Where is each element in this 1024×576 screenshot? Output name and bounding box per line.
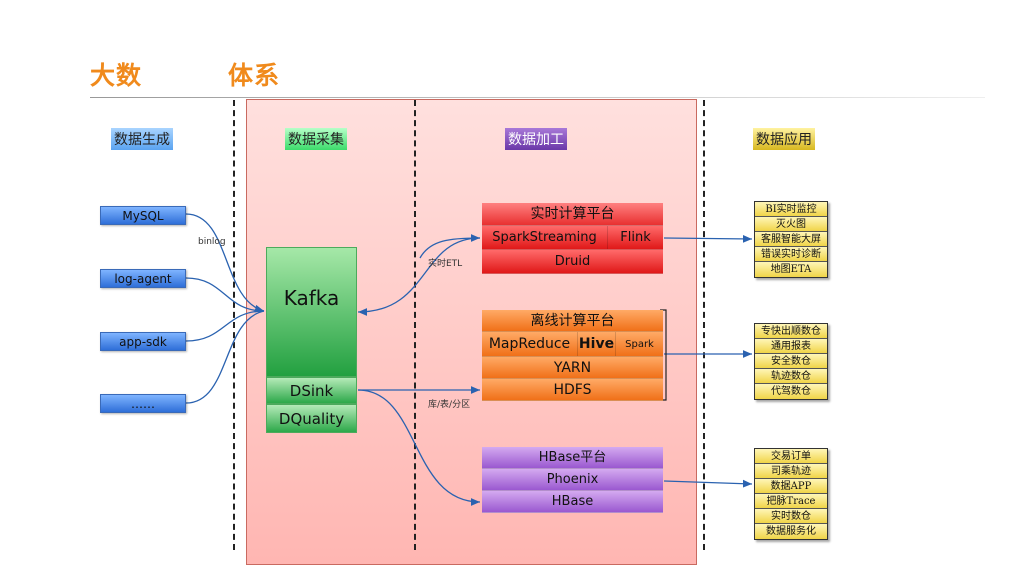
edge-realtime-apps	[663, 234, 753, 243]
mapreduce-box: MapReduce	[482, 332, 578, 356]
app-item: 数据APP	[755, 479, 827, 494]
dsink-box: DSink	[266, 377, 357, 404]
stage-process: 数据加工	[505, 128, 567, 150]
label-db-table-partition: 库/表/分区	[428, 400, 471, 410]
hbase-platform: HBase平台 Phoenix HBase	[482, 447, 663, 513]
page-title: 大数 体系	[90, 56, 279, 92]
kafka-box: Kafka	[266, 247, 357, 377]
offline-bracket	[660, 309, 667, 401]
offline-header: 离线计算平台	[482, 310, 663, 332]
edge-dsink-hbase	[357, 389, 481, 506]
stage-collect: 数据采集	[285, 128, 347, 150]
flink-box: Flink	[620, 230, 651, 245]
edge-realtime-kafka	[357, 237, 481, 316]
realtime-platform: 实时计算平台 SparkStreaming Flink Druid	[482, 203, 663, 274]
label-binlog: binlog	[198, 237, 226, 247]
apps-offline: 专快出顺数仓 通用报表 安全数仓 轨迹数仓 代驾数仓	[754, 323, 828, 400]
edge-more-kafka	[185, 310, 265, 404]
app-item: 安全数仓	[755, 354, 827, 369]
edge-kafka-realtime	[419, 234, 481, 259]
edge-appsdk-kafka	[185, 310, 265, 342]
app-item: 客服智能大屏	[755, 232, 827, 247]
divider-1	[233, 100, 235, 550]
divider-3	[703, 100, 705, 550]
yarn-box: YARN	[482, 357, 663, 379]
app-item: 实时数仓	[755, 509, 827, 524]
offline-platform: 离线计算平台 MapReduce Hive Spark YARN HDFS	[482, 310, 663, 401]
stage-generate: 数据生成	[111, 128, 173, 150]
label-realtime-etl: 实时ETL	[428, 259, 463, 269]
hdfs-box: HDFS	[482, 379, 663, 401]
dquality-box: DQuality	[266, 404, 357, 433]
title-divider	[90, 97, 985, 98]
source-log-agent: log-agent	[100, 269, 186, 288]
spark-box: Spark	[625, 339, 654, 350]
app-item: 专快出顺数仓	[755, 324, 827, 339]
druid-box: Druid	[482, 250, 663, 274]
app-item: 轨迹数仓	[755, 369, 827, 384]
edge-hbase-apps	[663, 479, 753, 488]
app-item: 错误实时诊断	[755, 247, 827, 262]
app-item: 交易订单	[755, 449, 827, 464]
source-mysql: MySQL	[100, 206, 186, 225]
app-item: 司乘轨迹	[755, 464, 827, 479]
app-item: 数据服务化	[755, 524, 827, 539]
app-item: 地图ETA	[755, 262, 827, 277]
stage-apply: 数据应用	[753, 128, 815, 150]
apps-hbase: 交易订单 司乘轨迹 数据APP 把脉Trace 实时数仓 数据服务化	[754, 448, 828, 540]
realtime-header: 实时计算平台	[482, 203, 663, 226]
app-item: 把脉Trace	[755, 494, 827, 509]
source-more: ……	[100, 394, 186, 413]
title-part-2: 体系	[228, 61, 281, 90]
divider-2	[414, 100, 416, 550]
hive-box: Hive	[578, 332, 616, 356]
app-item: 通用报表	[755, 339, 827, 354]
hbase-box: HBase	[482, 491, 663, 513]
app-item: 代驾数仓	[755, 384, 827, 399]
phoenix-box: Phoenix	[482, 469, 663, 491]
app-item: BI实时监控	[755, 202, 827, 217]
hbase-header: HBase平台	[482, 447, 663, 469]
edge-mysql-kafka	[185, 213, 265, 313]
source-app-sdk: app-sdk	[100, 332, 186, 351]
app-item: 灭火图	[755, 217, 827, 232]
edge-logagent-kafka	[185, 277, 265, 312]
apps-realtime: BI实时监控 灭火图 客服智能大屏 错误实时诊断 地图ETA	[754, 201, 828, 278]
spark-streaming-box: SparkStreaming	[482, 226, 608, 249]
title-part-1: 大数	[90, 61, 143, 90]
